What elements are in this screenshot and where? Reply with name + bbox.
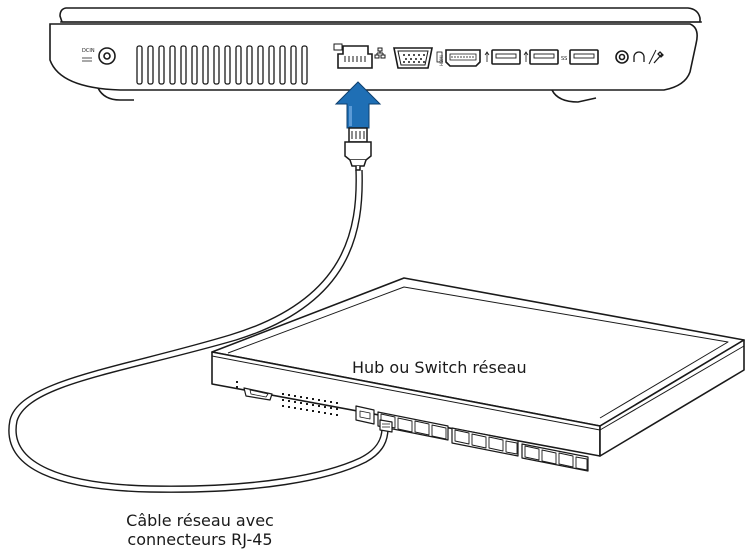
cooling-vents bbox=[136, 45, 308, 85]
hdmi-mark: HDMI bbox=[439, 55, 444, 66]
console-port bbox=[243, 387, 273, 401]
port-group-3 bbox=[521, 443, 589, 472]
cable-label-line-2: connecteurs RJ-45 bbox=[127, 530, 273, 549]
cable-label-line-1: Câble réseau avec bbox=[126, 511, 274, 530]
usb-icon bbox=[484, 51, 490, 62]
led-grid bbox=[282, 393, 338, 416]
uplink-port bbox=[355, 405, 375, 425]
insertion-arrow bbox=[334, 81, 382, 129]
usb-port-1 bbox=[484, 49, 521, 65]
cable-label: Câble réseau avec connecteurs RJ-45 bbox=[118, 511, 282, 549]
monitor-icon bbox=[436, 51, 443, 63]
rj45-plug bbox=[344, 127, 372, 171]
network-cable bbox=[8, 169, 389, 493]
headphone-icon bbox=[633, 51, 645, 62]
laptop-side-view: DCIN bbox=[49, 7, 702, 103]
hdmi-port: HDMI bbox=[439, 49, 481, 67]
microphone-icon bbox=[653, 51, 664, 64]
vga-port bbox=[393, 47, 443, 69]
lan-port bbox=[333, 43, 386, 69]
hub-rj45-plug bbox=[379, 419, 393, 433]
usb-port-2 bbox=[523, 49, 559, 65]
dc-in-port: DCIN bbox=[82, 47, 116, 65]
hub-switch-label: Hub ou Switch réseau bbox=[352, 358, 527, 377]
port-group-2 bbox=[451, 427, 519, 457]
network-hub-switch bbox=[211, 277, 745, 472]
lan-icon bbox=[374, 47, 386, 59]
dcin-mark: DCIN bbox=[82, 48, 95, 54]
audio-jacks bbox=[615, 49, 664, 65]
status-leds bbox=[236, 381, 238, 388]
usb3-mark: SS bbox=[561, 56, 567, 62]
usb3-port: SS bbox=[561, 49, 599, 65]
